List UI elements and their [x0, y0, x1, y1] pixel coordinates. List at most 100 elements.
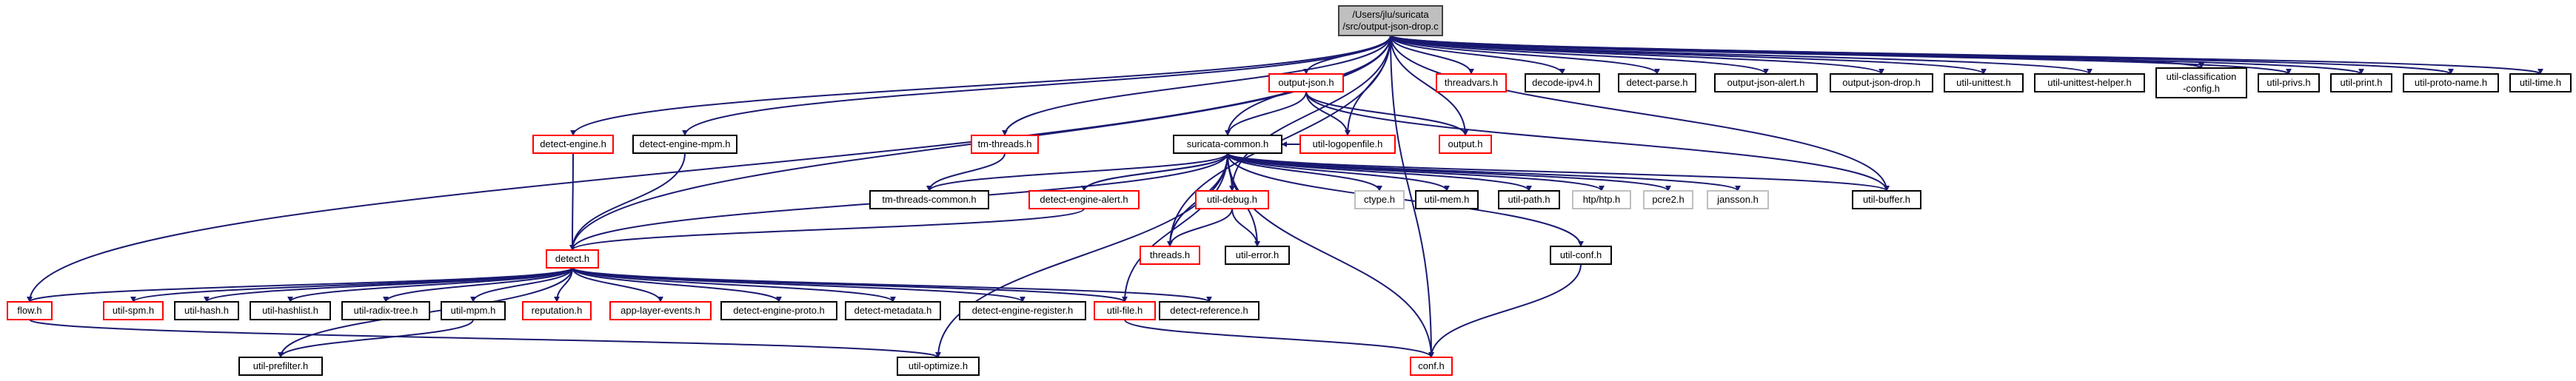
node-reputation[interactable]: reputation.h	[522, 301, 592, 320]
node-detect-engine-mpm[interactable]: detect-engine-mpm.h	[632, 135, 737, 154]
node-util-time[interactable]: util-time.h	[2509, 73, 2572, 92]
node-label: util-proto-name.h	[2415, 77, 2487, 88]
node-detect-metadata[interactable]: detect-metadata.h	[845, 301, 941, 320]
node-util-hash[interactable]: util-hash.h	[174, 301, 239, 320]
edge-root-to-output-json-alert	[1390, 35, 1769, 75]
edge-root-to-util-buffer	[1390, 35, 1890, 192]
node-util-optimize[interactable]: util-optimize.h	[897, 357, 980, 376]
node-box	[2258, 73, 2320, 92]
node-util-unittest[interactable]: util-unittest.h	[1944, 73, 2024, 92]
node-label: util-unittest-helper.h	[2047, 77, 2131, 88]
node-util-buffer[interactable]: util-buffer.h	[1852, 190, 1921, 209]
edge-root-to-util-time	[1390, 35, 2543, 75]
node-box	[2330, 73, 2392, 92]
node-util-debug[interactable]: util-debug.h	[1195, 190, 1269, 209]
node-flow[interactable]: flow.h	[7, 301, 53, 320]
edge-util-file-to-conf	[1124, 319, 1434, 358]
node-box	[522, 301, 592, 320]
node-label: flow.h	[17, 305, 41, 316]
node-label: pcre2.h	[1652, 194, 1684, 205]
node-box	[1410, 357, 1453, 376]
node-label: output-json-alert.h	[1727, 77, 1805, 88]
node-output-json-drop[interactable]: output-json-drop.h	[1830, 73, 1933, 92]
node-threadvars[interactable]: threadvars.h	[1436, 73, 1507, 92]
node-detect-engine[interactable]: detect-engine.h	[532, 135, 614, 154]
node-label: detect.h	[555, 253, 589, 264]
node-label: util-error.h	[1236, 249, 1279, 260]
edge-detect-to-util-mpm	[470, 267, 573, 303]
node-tm-threads-common[interactable]: tm-threads-common.h	[869, 190, 989, 209]
node-util-prefilter[interactable]: util-prefilter.h	[238, 357, 323, 376]
node-box	[532, 135, 614, 154]
node-util-error[interactable]: util-error.h	[1225, 246, 1290, 265]
edge-root-to-util-debug	[1229, 35, 1391, 192]
node-box	[720, 301, 837, 320]
node-box	[1439, 135, 1492, 154]
edge-output-json-to-util-logopenfile	[1305, 91, 1351, 136]
node-label: util-hashlist.h	[262, 305, 318, 316]
node-box	[1094, 301, 1156, 320]
node-tm-threads[interactable]: tm-threads.h	[971, 135, 1039, 154]
node-suricata-common[interactable]: suricata-common.h	[1173, 135, 1282, 154]
node-util-path[interactable]: util-path.h	[1498, 190, 1560, 209]
node-box	[959, 301, 1086, 320]
edge-suricata-common-to-jansson	[1227, 152, 1741, 192]
node-box	[1140, 246, 1200, 265]
edge-detect-to-util-file	[572, 267, 1128, 303]
node-label: util-optimize.h	[909, 360, 968, 371]
node-util-print[interactable]: util-print.h	[2330, 73, 2392, 92]
node-conf[interactable]: conf.h	[1410, 357, 1453, 376]
edge-output-json-to-util-buffer	[1305, 91, 1890, 192]
node-util-classification-config[interactable]: util-classification-config.h	[2155, 67, 2247, 98]
node-util-file[interactable]: util-file.h	[1094, 301, 1156, 320]
node-detect-parse[interactable]: detect-parse.h	[1618, 73, 1696, 92]
node-box	[2403, 73, 2499, 92]
node-box	[1415, 190, 1479, 209]
node-util-mem[interactable]: util-mem.h	[1415, 190, 1479, 209]
edge-util-debug-to-util-error	[1231, 208, 1260, 247]
node-box	[1643, 190, 1693, 209]
node-util-conf[interactable]: util-conf.h	[1550, 246, 1612, 265]
node-util-unittest-helper[interactable]: util-unittest-helper.h	[2034, 73, 2145, 92]
node-label: util-path.h	[1508, 194, 1550, 205]
node-box	[2034, 73, 2145, 92]
node-detect-reference[interactable]: detect-reference.h	[1159, 301, 1259, 320]
node-util-logopenfile[interactable]: util-logopenfile.h	[1299, 135, 1396, 154]
node-box	[1354, 190, 1405, 209]
node-box	[845, 301, 941, 320]
node-output[interactable]: output.h	[1439, 135, 1492, 154]
node-box	[1498, 190, 1560, 209]
node-util-privs[interactable]: util-privs.h	[2258, 73, 2320, 92]
node-box	[1944, 73, 2024, 92]
node-label: detect-engine-alert.h	[1040, 194, 1128, 205]
node-util-mpm[interactable]: util-mpm.h	[441, 301, 506, 320]
node-output-json[interactable]: output-json.h	[1268, 73, 1344, 92]
node-root[interactable]: /Users/jlu/suricata/src/output-json-drop…	[1338, 5, 1443, 36]
node-util-proto-name[interactable]: util-proto-name.h	[2403, 73, 2499, 92]
node-box	[546, 249, 599, 269]
node-util-spm[interactable]: util-spm.h	[103, 301, 164, 320]
node-detect-engine-register[interactable]: detect-engine-register.h	[959, 301, 1086, 320]
node-label: tm-threads-common.h	[882, 194, 976, 205]
node-output-json-alert[interactable]: output-json-alert.h	[1714, 73, 1818, 92]
node-util-radix-tree[interactable]: util-radix-tree.h	[341, 301, 430, 320]
node-label: detect-parse.h	[1626, 77, 1687, 88]
node-box	[1436, 73, 1507, 92]
edge-output-json-to-output	[1305, 91, 1468, 136]
node-detect-engine-proto[interactable]: detect-engine-proto.h	[720, 301, 837, 320]
node-threads[interactable]: threads.h	[1140, 246, 1200, 265]
edge-root-to-output-json	[1303, 35, 1391, 75]
node-htp: htp/htp.h	[1572, 190, 1631, 209]
edge-root-to-conf	[1390, 35, 1434, 358]
node-util-hashlist[interactable]: util-hashlist.h	[250, 301, 331, 320]
node-label: util-time.h	[2520, 77, 2561, 88]
node-decode-ipv4[interactable]: decode-ipv4.h	[1525, 73, 1600, 92]
node-label: reputation.h	[532, 305, 583, 316]
node-app-layer-events[interactable]: app-layer-events.h	[609, 301, 712, 320]
node-box	[174, 301, 239, 320]
node-box	[609, 301, 712, 320]
node-detect-engine-alert[interactable]: detect-engine-alert.h	[1028, 190, 1140, 209]
node-box	[1525, 73, 1600, 92]
node-detect[interactable]: detect.h	[546, 249, 599, 269]
edge-detect-to-detect-reference	[572, 267, 1212, 303]
